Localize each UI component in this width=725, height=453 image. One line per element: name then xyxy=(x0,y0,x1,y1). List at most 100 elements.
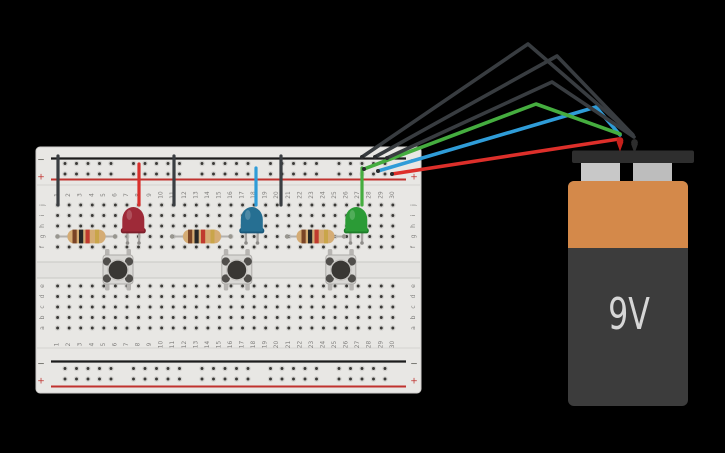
column-number: 10 xyxy=(159,191,165,199)
battery-cap xyxy=(572,150,694,163)
resistor-3[interactable] xyxy=(284,229,347,244)
row-label: d xyxy=(39,294,46,298)
column-number: 18 xyxy=(251,341,257,349)
row-label: i xyxy=(410,214,417,216)
column-number: 26 xyxy=(344,191,350,199)
row-label: b xyxy=(39,315,46,319)
column-number: 24 xyxy=(320,191,326,199)
column-number: 13 xyxy=(193,341,199,349)
breadboard-components xyxy=(55,154,369,291)
column-number: 3 xyxy=(78,193,84,197)
pushbutton-3[interactable] xyxy=(325,249,357,291)
column-number: 7 xyxy=(124,193,130,197)
column-number: 23 xyxy=(309,191,315,199)
row-label: g xyxy=(39,234,46,238)
positive-rail-label: + xyxy=(37,173,45,183)
row-label: h xyxy=(410,224,417,228)
column-number: 24 xyxy=(320,341,326,349)
column-number: 18 xyxy=(251,191,257,199)
column-number: 7 xyxy=(124,342,130,346)
wire-battery-red[interactable] xyxy=(390,137,621,176)
battery-body[interactable] xyxy=(568,181,688,406)
wire-battery-black-1[interactable] xyxy=(360,42,634,159)
battery-positive-connector[interactable] xyxy=(616,137,624,152)
column-number: 2 xyxy=(66,193,72,197)
column-number: 19 xyxy=(263,191,269,199)
column-number: 16 xyxy=(228,191,234,199)
column-number: 5 xyxy=(101,193,107,197)
positive-connector-tip xyxy=(616,142,624,152)
column-number: 4 xyxy=(89,193,95,197)
battery-9v[interactable]: 9V xyxy=(568,150,694,407)
led-blue[interactable] xyxy=(239,207,265,245)
column-number: 22 xyxy=(297,341,303,349)
column-number: 6 xyxy=(112,342,118,346)
resistor-1[interactable] xyxy=(55,229,118,244)
negative-rail-label: − xyxy=(37,156,45,166)
wire-battery-black-3[interactable] xyxy=(385,80,636,160)
column-number: 14 xyxy=(205,191,211,199)
led-green[interactable] xyxy=(343,207,369,245)
row-label: f xyxy=(39,245,46,248)
row-label: a xyxy=(39,326,46,330)
row-label: f xyxy=(410,245,417,248)
column-number: 17 xyxy=(240,341,246,349)
wire-battery-green[interactable] xyxy=(362,102,622,171)
pushbutton-2[interactable] xyxy=(221,249,253,291)
column-number: 17 xyxy=(240,191,246,199)
row-label: e xyxy=(410,284,417,288)
column-number: 30 xyxy=(390,341,396,349)
positive-rail-label: + xyxy=(37,377,45,387)
column-number: 3 xyxy=(78,342,84,346)
row-label: g xyxy=(410,234,417,238)
row-label: j xyxy=(39,204,46,207)
column-number: 27 xyxy=(355,341,361,349)
column-number: 20 xyxy=(274,341,280,349)
column-number: 10 xyxy=(159,341,165,349)
battery-label: 9V xyxy=(608,289,650,341)
row-label: j xyxy=(410,204,417,207)
row-label: e xyxy=(39,284,46,288)
row-label: d xyxy=(410,294,417,298)
column-number: 30 xyxy=(390,191,396,199)
column-number: 23 xyxy=(309,341,315,349)
column-number: 28 xyxy=(367,191,373,199)
battery-orange-band xyxy=(568,181,688,248)
row-label: a xyxy=(410,326,417,330)
negative-rail-label: − xyxy=(410,360,418,370)
led-red[interactable] xyxy=(120,207,146,245)
battery-terminal-positive[interactable] xyxy=(581,163,620,182)
column-number: 8 xyxy=(136,342,142,346)
column-number: 20 xyxy=(274,191,280,199)
column-number: 16 xyxy=(228,341,234,349)
positive-rail-label: + xyxy=(410,377,418,387)
column-number: 29 xyxy=(378,341,384,349)
resistor-2[interactable] xyxy=(169,229,233,244)
row-label: b xyxy=(410,315,417,319)
column-number: 12 xyxy=(182,191,188,199)
battery-wires xyxy=(360,42,636,176)
battery-terminal-negative[interactable] xyxy=(633,163,672,182)
column-number: 12 xyxy=(182,341,188,349)
wire-battery-blue[interactable] xyxy=(376,105,622,173)
pushbutton-1[interactable] xyxy=(102,249,134,291)
negative-rail-label: − xyxy=(37,360,45,370)
row-label: c xyxy=(39,305,46,308)
column-number: 11 xyxy=(170,341,176,349)
wire-battery-black-2[interactable] xyxy=(373,54,635,159)
column-number: 6 xyxy=(112,193,118,197)
breadboard-labels: 1122334455667788991010111112121313141415… xyxy=(37,156,418,387)
column-number: 2 xyxy=(66,342,72,346)
negative-connector-tip xyxy=(631,144,638,154)
column-number: 15 xyxy=(216,191,222,199)
column-number: 26 xyxy=(344,341,350,349)
positive-rail-label: + xyxy=(410,173,418,183)
column-number: 5 xyxy=(101,342,107,346)
column-number: 15 xyxy=(216,341,222,349)
column-number: 21 xyxy=(286,341,292,349)
column-number: 1 xyxy=(55,342,61,346)
battery-negative-connector[interactable] xyxy=(631,139,638,154)
row-label: c xyxy=(410,305,417,308)
